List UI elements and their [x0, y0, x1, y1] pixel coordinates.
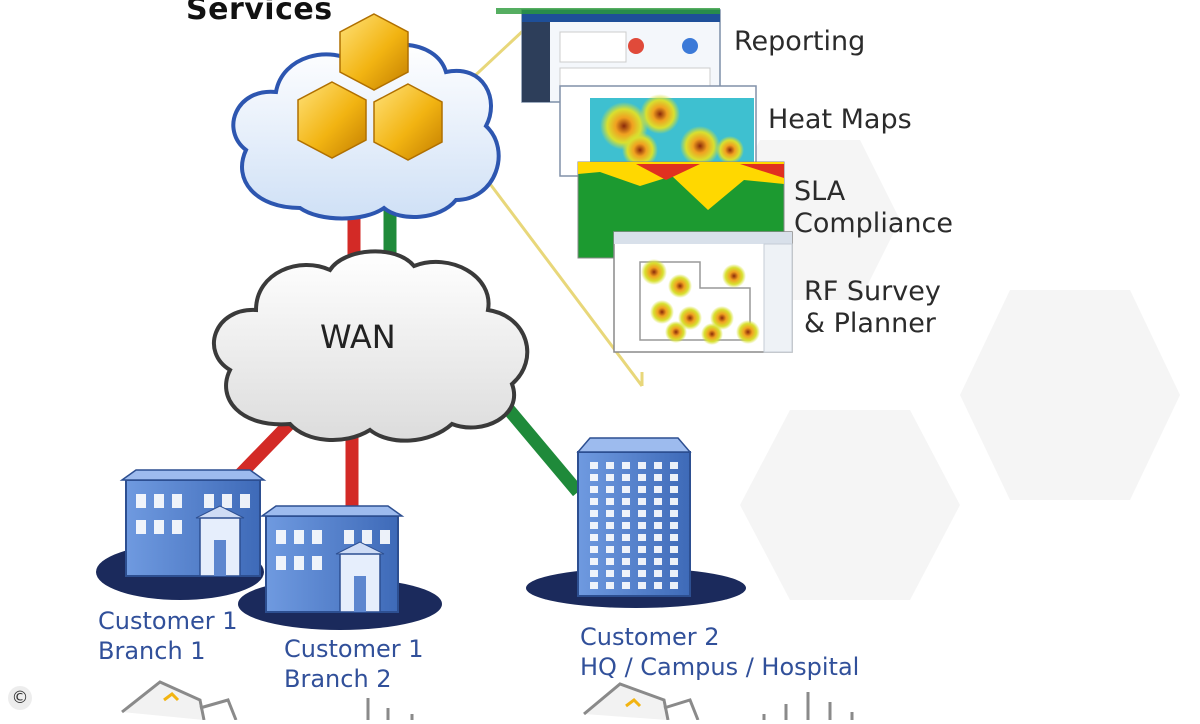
hq-window: [622, 486, 630, 493]
hq-window: [670, 582, 678, 589]
hq-window: [590, 462, 598, 469]
heat-maps-screenshot: [559, 85, 757, 177]
hq-window: [654, 546, 662, 553]
hq-window: [606, 546, 614, 553]
wan-label: WAN: [320, 318, 396, 356]
hq-window: [590, 510, 598, 517]
hq-window: [638, 522, 646, 529]
hq-window: [638, 582, 646, 589]
hq-window: [622, 462, 630, 469]
hq-window: [622, 498, 630, 505]
hq-window: [606, 510, 614, 517]
hq-window: [654, 558, 662, 565]
hq-window: [638, 462, 646, 469]
hq-window: [606, 534, 614, 541]
hq-window: [670, 558, 678, 565]
hq-window: [638, 510, 646, 517]
hq-window: [606, 582, 614, 589]
copyright-badge: ©: [8, 686, 32, 710]
hq-window: [606, 570, 614, 577]
hq-window: [670, 522, 678, 529]
hq-window: [590, 582, 598, 589]
hq-window: [590, 486, 598, 493]
hq-window: [622, 522, 630, 529]
hq-window: [670, 534, 678, 541]
hq-window: [590, 534, 598, 541]
site-label-hq: Customer 2 HQ / Campus / Hospital: [580, 623, 860, 681]
hq-window: [654, 510, 662, 517]
hq-window: [654, 570, 662, 577]
hq-window: [606, 486, 614, 493]
hq-window: [622, 558, 630, 565]
rf-survey-screenshot: [613, 231, 793, 353]
feature-label-heat-maps: Heat Maps: [768, 104, 912, 135]
hq-window: [590, 498, 598, 505]
branch-1-building: [96, 469, 267, 600]
hq-window: [654, 582, 662, 589]
hq-window: [670, 510, 678, 517]
diagram-title: Services: [186, 0, 333, 27]
hq-window: [590, 474, 598, 481]
hq-window: [606, 498, 614, 505]
hq-window: [622, 582, 630, 589]
hq-window: [638, 570, 646, 577]
hq-window: [638, 546, 646, 553]
hq-window: [654, 474, 662, 481]
feature-label-rf-survey: RF Survey & Planner: [804, 276, 941, 339]
branch-2-building: [238, 505, 442, 630]
hq-window: [606, 522, 614, 529]
hq-window: [654, 534, 662, 541]
hq-window: [638, 498, 646, 505]
bottom-device-icons: [121, 680, 854, 721]
hq-window: [622, 474, 630, 481]
site-label-branch-1: Customer 1 Branch 1: [98, 607, 238, 665]
hq-window: [654, 498, 662, 505]
hq-window: [590, 522, 598, 529]
hq-window: [654, 462, 662, 469]
hq-window: [670, 546, 678, 553]
hq-window: [654, 522, 662, 529]
hq-window: [606, 474, 614, 481]
hq-window: [638, 486, 646, 493]
hq-window: [638, 558, 646, 565]
hq-window: [670, 570, 678, 577]
hq-window: [670, 462, 678, 469]
hq-window: [670, 486, 678, 493]
hq-window: [622, 546, 630, 553]
hq-window: [590, 570, 598, 577]
hq-window: [638, 534, 646, 541]
wan-cloud: [212, 249, 530, 443]
hq-window: [606, 558, 614, 565]
hq-building: [526, 437, 746, 608]
hq-window: [622, 534, 630, 541]
site-label-branch-2: Customer 1 Branch 2: [284, 635, 424, 693]
hq-window: [654, 486, 662, 493]
hq-window: [622, 510, 630, 517]
hq-window: [670, 498, 678, 505]
hq-window: [638, 474, 646, 481]
hq-window: [590, 558, 598, 565]
hq-window: [670, 474, 678, 481]
feature-label-reporting: Reporting: [734, 26, 866, 57]
hq-window: [606, 462, 614, 469]
hq-window: [622, 570, 630, 577]
feature-label-sla-compliance: SLA Compliance: [794, 176, 953, 239]
hq-window: [590, 546, 598, 553]
services-hexagon-icon: [297, 13, 443, 161]
